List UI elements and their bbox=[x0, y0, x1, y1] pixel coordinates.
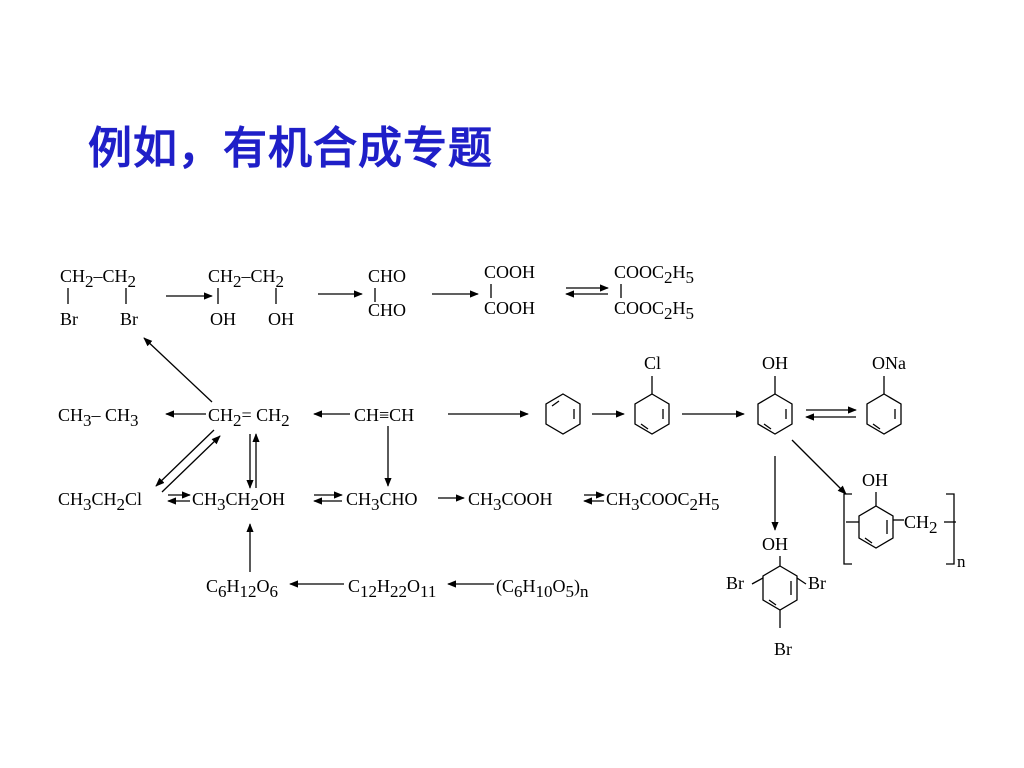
ester-bottom: COOC2H5 bbox=[614, 298, 694, 323]
dibromoethane-br-1: Br bbox=[60, 309, 78, 329]
acetaldehyde: CH3CHO bbox=[346, 489, 418, 514]
acetic-acid: CH3COOH bbox=[468, 489, 553, 514]
ethane: CH3– CH3 bbox=[58, 405, 139, 430]
equilibrium-phenol-phenoxide bbox=[805, 406, 857, 421]
equilibrium-chloroethane-ethanol bbox=[167, 491, 191, 505]
phenolic-resin: OH CH2 n bbox=[843, 470, 966, 571]
dibromoethane-br-2: Br bbox=[120, 309, 138, 329]
ethanol: CH3CH2OH bbox=[192, 489, 285, 514]
chlorobenzene: Cl bbox=[634, 353, 670, 435]
resin-oh: OH bbox=[862, 470, 888, 490]
equilibrium-ethylene-ethanol bbox=[246, 433, 260, 489]
glycol-oh-1: OH bbox=[210, 309, 236, 329]
benzene bbox=[545, 393, 581, 435]
equilibrium-oxalic-ester bbox=[565, 284, 609, 298]
glycol-formula-top: CH2–CH2 bbox=[208, 266, 284, 291]
tribromophenol-br-left: Br bbox=[726, 573, 744, 593]
phenoxide-ona: ONa bbox=[872, 353, 906, 373]
oxalic-cooh-1: COOH bbox=[484, 262, 535, 282]
glyoxal: CHO CHO bbox=[368, 266, 406, 320]
dibromoethane: CH2–CH2 Br Br bbox=[60, 266, 138, 329]
chloroethane: CH3CH2Cl bbox=[58, 489, 142, 514]
glyoxal-cho-2: CHO bbox=[368, 300, 406, 320]
tribromophenol-oh: OH bbox=[762, 534, 788, 554]
glucose: C6H12O6 bbox=[206, 576, 278, 601]
arrow-phenol-to-resin bbox=[791, 439, 847, 495]
phenol: OH bbox=[757, 353, 793, 435]
oxalic-cooh-2: COOH bbox=[484, 298, 535, 318]
oxalic-acid: COOH COOH bbox=[484, 262, 535, 318]
ester-top: COOC2H5 bbox=[614, 262, 694, 287]
tribromophenol: OH Br Br Br bbox=[726, 534, 826, 659]
phenol-oh: OH bbox=[762, 353, 788, 373]
equilibrium-ethylene-chloroethane bbox=[155, 429, 221, 493]
ethylene-glycol: CH2–CH2 OH OH bbox=[208, 266, 294, 329]
equilibrium-ethanol-acetaldehyde bbox=[313, 491, 343, 505]
chlorobenzene-cl: Cl bbox=[644, 353, 661, 373]
equilibrium-acid-ester bbox=[583, 491, 605, 505]
ethylene: CH2= CH2 bbox=[208, 405, 290, 430]
resin-ch2: CH2 bbox=[904, 512, 938, 537]
sodium-phenoxide: ONa bbox=[866, 353, 906, 435]
starch: (C6H10O5)n bbox=[496, 576, 589, 601]
arrow-ethylene-to-dibromo bbox=[143, 337, 213, 403]
acetylene: CH≡CH bbox=[354, 405, 414, 425]
page-title: 例如，有机合成专题 bbox=[88, 123, 493, 174]
resin-n: n bbox=[957, 552, 966, 571]
tribromophenol-br-bottom: Br bbox=[774, 639, 792, 659]
glycol-oh-2: OH bbox=[268, 309, 294, 329]
dibromoethane-formula-top: CH2–CH2 bbox=[60, 266, 136, 291]
diethyl-oxalate: COOC2H5 COOC2H5 bbox=[614, 262, 694, 323]
glyoxal-cho-1: CHO bbox=[368, 266, 406, 286]
ethyl-acetate: CH3COOC2H5 bbox=[606, 489, 720, 514]
tribromophenol-br-right: Br bbox=[808, 573, 826, 593]
maltose: C12H22O11 bbox=[348, 576, 436, 601]
